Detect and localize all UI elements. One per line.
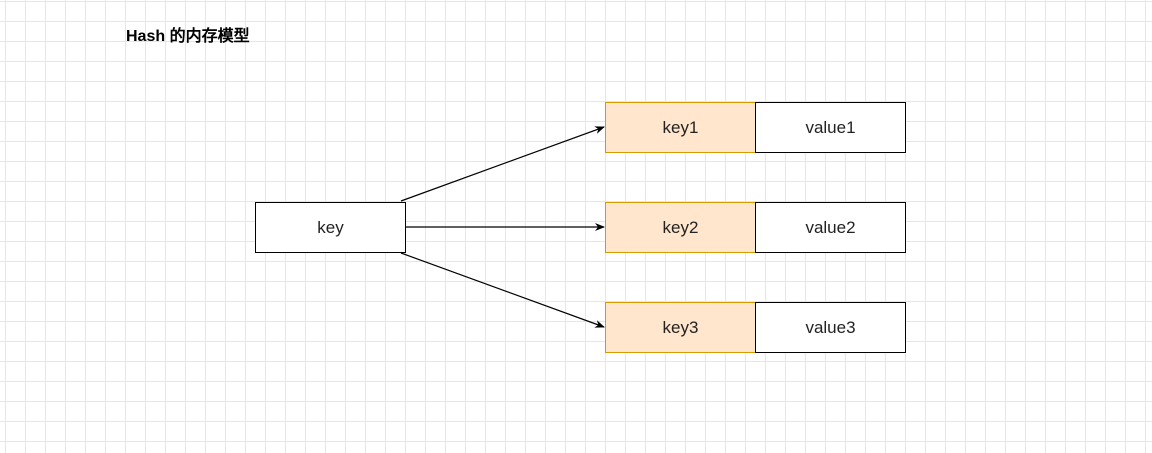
entry-value-box-2[interactable]: value2 [755, 202, 906, 253]
diagram-title: Hash 的内存模型 [126, 28, 250, 45]
entry-key-box-3[interactable]: key3 [605, 302, 756, 353]
entry-key-label: key1 [662, 117, 699, 137]
root-key-box[interactable]: key [255, 202, 406, 253]
arrow-to-key1 [400, 126, 605, 202]
entry-value-label: value2 [805, 217, 856, 237]
entry-value-box-3[interactable]: value3 [755, 302, 906, 353]
entry-key-label: key2 [662, 217, 699, 237]
entry-key-label: key3 [662, 317, 699, 337]
entry-value-label: value1 [805, 117, 856, 137]
entry-key-box-2[interactable]: key2 [605, 202, 756, 253]
entry-value-label: value3 [805, 317, 856, 337]
entry-key-box-1[interactable]: key1 [605, 102, 756, 153]
entry-value-box-1[interactable]: value1 [755, 102, 906, 153]
root-key-label: key [317, 217, 344, 237]
arrow-to-key3 [400, 252, 605, 328]
